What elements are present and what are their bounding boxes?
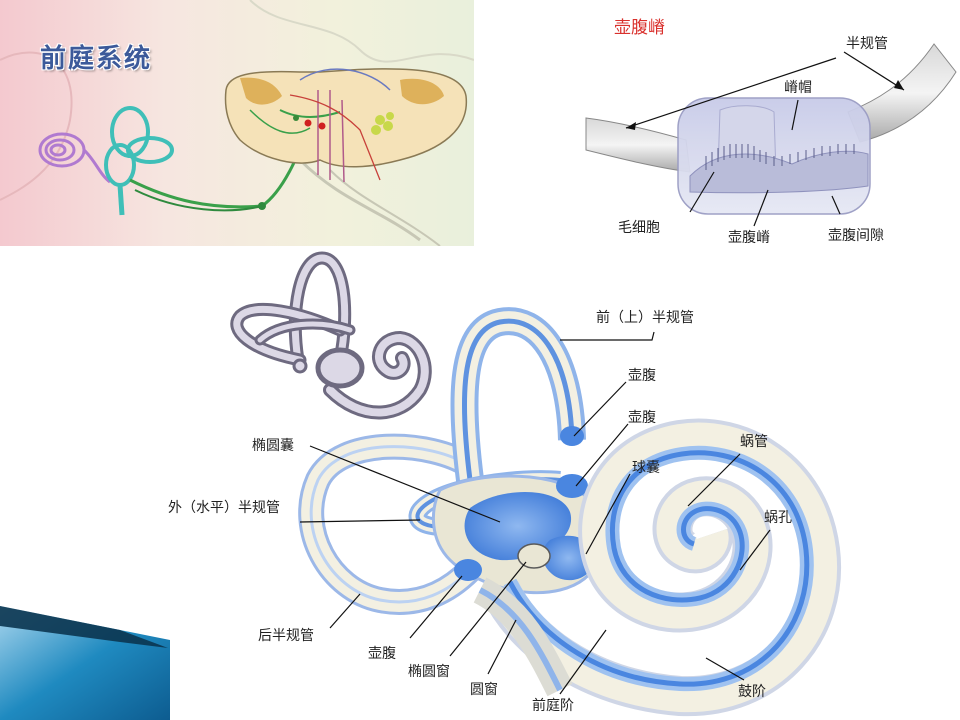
label-anterior-canal: 前（上）半规管 [596,310,694,326]
pointer-round-window [487,619,517,675]
label-scala-tympani: 鼓阶 [738,684,766,700]
label-scala-vestibuli: 前庭阶 [532,698,574,714]
inner-ear-illustration [0,251,842,720]
cupula-pointer [791,99,799,131]
label-semicircular-canal: 半规管 [846,36,888,52]
small-labyrinth-inset [230,251,432,420]
ampulla-posterior [454,559,482,581]
gap-pointer [831,195,841,215]
hair-cell-pointer [689,171,715,213]
pointer-anterior-canal [560,331,655,341]
pointer-ampulla-2 [575,423,629,487]
crista-pointer [753,189,769,227]
canal-pointer-right [843,51,905,91]
pointer-scala-tympani [705,657,745,681]
label-saccule: 球囊 [632,460,660,476]
label-ampullary-gap: 壶腹间隙 [828,228,884,244]
pointer-saccule [585,473,631,555]
label-oval-window: 椭圆窗 [408,664,450,680]
brainstem-section [224,68,468,183]
horizontal-canal-outer [298,433,480,615]
crista-ampullaris-title: 壶腹嵴 [614,18,665,38]
canal-pointer-left [625,57,837,129]
pointer-scala-vestibuli [559,629,607,695]
pointer-ampulla-3 [409,575,463,639]
vestibular-system-illustration [0,0,474,246]
label-utricle: 椭圆囊 [252,438,294,454]
label-hair-cells: 毛细胞 [618,220,660,236]
cochlea [482,418,842,717]
label-horizontal-canal: 外（水平）半规管 [168,500,280,516]
oval-window [517,543,551,569]
ampulla-lateral [556,474,588,498]
label-ampulla-1: 壶腹 [628,368,656,384]
vestibular-system-panel: 前庭系统 [0,0,474,246]
label-cupula: 嵴帽 [784,80,812,96]
crista-ampullaris-illustration [585,43,957,227]
pointer-oval-window [449,561,527,657]
pointer-posterior-canal [329,593,361,629]
pointer-horizontal-canal [299,519,421,523]
label-posterior-canal: 后半规管 [258,628,314,644]
pointer-ampulla-1 [573,381,627,437]
label-crista-ampullaris: 壶腹嵴 [728,230,770,246]
cochlea-purple [38,132,111,184]
label-cochlear-duct: 蜗管 [740,434,768,450]
vestibular-system-title: 前庭系统 [40,44,153,74]
inner-ear-panel: 前（上）半规管 壶腹 壶腹 椭圆囊 球囊 蜗管 外（水平）半规管 蜗孔 后半规管… [0,250,960,720]
anterior-canal [450,307,586,482]
pointer-helicotrema [739,529,771,571]
label-helicotrema: 蜗孔 [764,510,792,526]
label-round-window: 圆窗 [470,682,498,698]
pointer-utricle [309,445,501,523]
label-ampulla-2: 壶腹 [628,410,656,426]
crista-ampullaris-panel: 壶腹嵴 [578,0,960,270]
label-ampulla-3: 壶腹 [368,646,396,662]
utricle [464,491,572,561]
pointer-cochlear-duct [687,453,741,507]
semicircular-canals-teal [104,106,174,216]
